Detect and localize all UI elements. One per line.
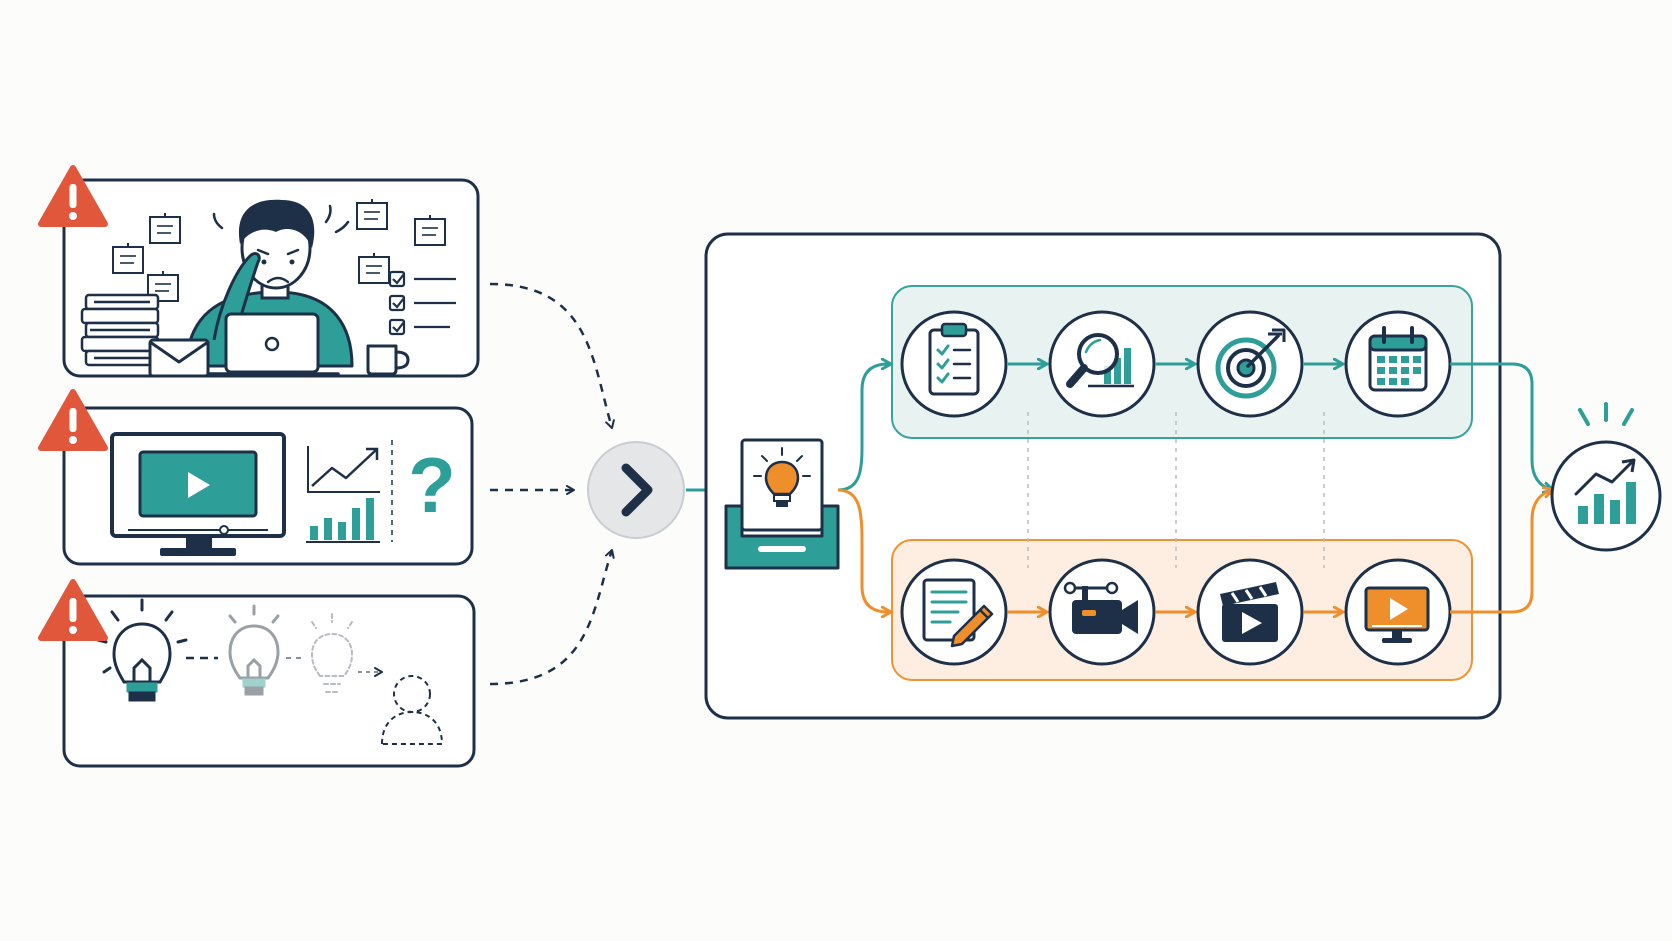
magnifier-chart-icon — [1066, 333, 1134, 388]
line-chart-icon — [307, 446, 380, 493]
clapperboard-icon — [1220, 582, 1279, 642]
lightbulb-icon — [96, 598, 188, 702]
checklist-icon — [388, 270, 456, 336]
step-node-script[interactable] — [900, 558, 1008, 666]
step-node-target[interactable] — [1196, 310, 1304, 418]
fading-lightbulb-icon — [228, 604, 280, 696]
clipboard-checklist-icon — [928, 322, 980, 396]
problem-panel-overwhelmed — [41, 168, 480, 378]
step-node-plan[interactable] — [900, 310, 1008, 418]
problem-panel-performance: ? — [41, 392, 474, 566]
alignment-guides — [1027, 412, 1325, 568]
faded-lightbulb-icon — [310, 613, 354, 693]
idea-inbox-icon — [724, 438, 840, 570]
step-node-edit[interactable] — [1196, 558, 1304, 666]
step-node-research[interactable] — [1048, 310, 1156, 418]
monitor-play-icon — [1364, 586, 1430, 643]
target-icon — [1215, 328, 1286, 399]
step-node-schedule[interactable] — [1344, 310, 1452, 418]
step-node-publish[interactable] — [1344, 558, 1452, 666]
problem-connectors — [489, 282, 615, 686]
calendar-icon — [1368, 326, 1428, 392]
monitor-video-icon — [110, 432, 286, 556]
question-mark-icon: ? — [408, 441, 456, 529]
dashed-person-icon — [380, 675, 444, 745]
growth-chart-icon — [1574, 458, 1636, 524]
bar-chart-icon — [306, 498, 380, 543]
problem-panel-fading-ideas — [41, 582, 476, 768]
document-pencil-icon — [922, 578, 994, 648]
chevron-right-icon — [621, 463, 653, 517]
book-stack-icon — [80, 293, 160, 367]
envelope-icon — [148, 338, 210, 378]
laptop-icon — [204, 312, 340, 376]
video-camera-icon — [1063, 581, 1138, 634]
outcome-node[interactable] — [1550, 402, 1662, 552]
step-node-record[interactable] — [1048, 558, 1156, 666]
coffee-mug-icon — [366, 344, 410, 376]
merge-node[interactable] — [587, 441, 685, 539]
